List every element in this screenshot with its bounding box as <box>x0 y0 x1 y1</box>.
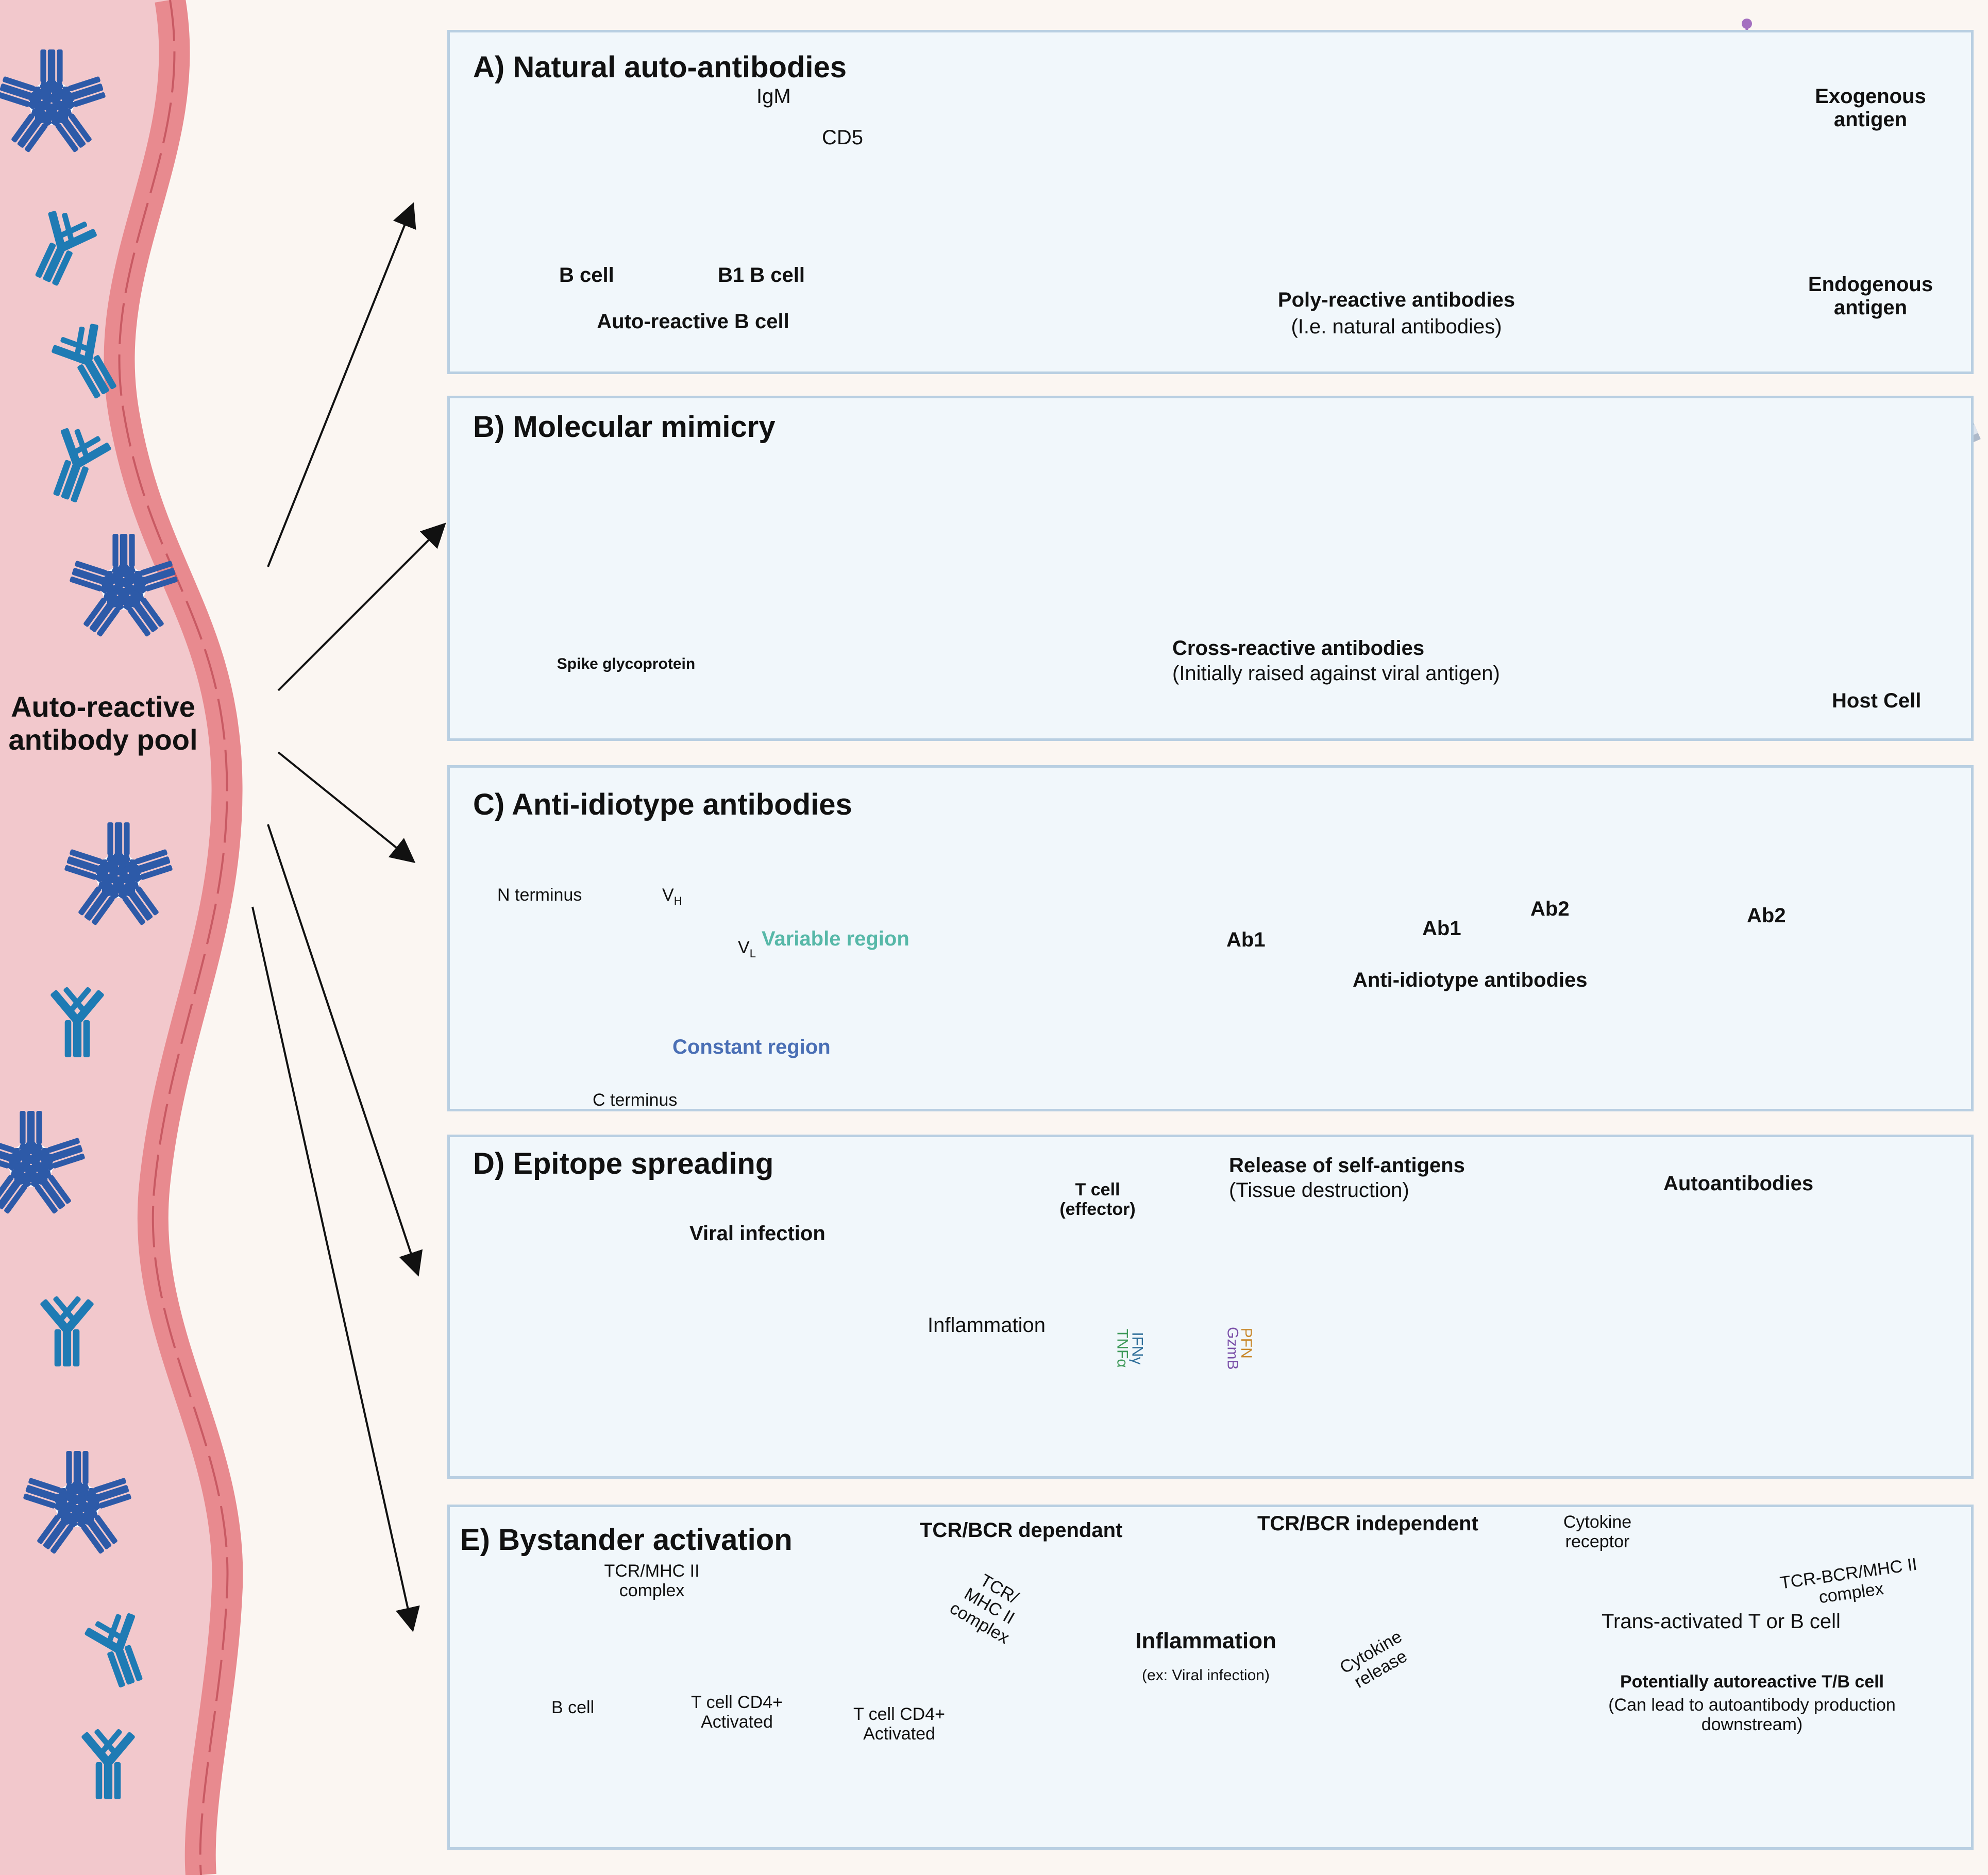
trans-activated-label: Trans-activated T or B cell <box>1602 1610 1841 1633</box>
panel-d-title: D) Epitope spreading <box>473 1147 774 1180</box>
ab1-label-right: Ab1 <box>1422 917 1461 940</box>
blood-vessel <box>0 0 243 1875</box>
b-cell-label: B cell <box>559 264 614 286</box>
ab2-label-right: Ab2 <box>1747 904 1786 927</box>
n-terminus-label: N terminus <box>497 885 582 905</box>
panel-a-title: A) Natural auto-antibodies <box>473 50 847 84</box>
inflammation-e-label: Inflammation <box>1135 1628 1276 1653</box>
panel-c-title: C) Anti-idiotype antibodies <box>473 788 852 821</box>
t-cell-cd4-a-label: T cell CD4+ Activated <box>691 1693 783 1732</box>
autoreactive-label: Auto-reactive B cell <box>597 310 789 333</box>
panel-d: D) Epitope spreading <box>447 1135 1974 1479</box>
constant-region-label: Constant region <box>672 1036 831 1058</box>
tcr-bcr-independent-label: TCR/BCR independent <box>1257 1512 1478 1535</box>
igm-label: IgM <box>756 85 791 108</box>
release-label: Release of self-antigens <box>1229 1154 1465 1177</box>
panel-e: E) Bystander activation <box>447 1505 1974 1850</box>
tnf-label: TNFα <box>1114 1328 1131 1368</box>
pool-label: Auto-reactive antibody pool <box>8 690 198 756</box>
anti-idiotype-label: Anti-idiotype antibodies <box>1353 969 1588 991</box>
panel-e-title: E) Bystander activation <box>460 1523 793 1557</box>
poly-label: Poly-reactive antibodies <box>1277 289 1515 311</box>
c-terminus-label: C terminus <box>593 1090 678 1110</box>
t-cell-effector-label: T cell (effector) <box>1059 1180 1136 1220</box>
spike-label: Spike glycoprotein <box>557 655 696 672</box>
potentially-autoreactive-label: Potentially autoreactive T/B cell <box>1620 1672 1884 1692</box>
b1-cell-label: B1 B cell <box>718 264 805 286</box>
panel-b: B) Molecular mimicry <box>447 396 1974 741</box>
panel-c: C) Anti-idiotype antibodies <box>447 765 1974 1111</box>
vh-label: VH <box>662 885 682 907</box>
ab1-label-left: Ab1 <box>1226 928 1266 951</box>
inflammation-d-label: Inflammation <box>928 1314 1046 1337</box>
viral-infection-label: Viral infection <box>689 1222 825 1245</box>
b-cell-e-label: B cell <box>551 1698 595 1717</box>
cytokine-receptor-label: Cytokine receptor <box>1563 1512 1632 1552</box>
host-cell-label: Host Cell <box>1832 689 1922 712</box>
cross-label: Cross-reactive antibodies <box>1172 637 1425 660</box>
panel-a: A) Natural auto-antibodies <box>447 30 1974 374</box>
tcr-mhc-label: TCR/MHC II complex <box>604 1561 700 1601</box>
t-cell-cd4-b-label: T cell CD4+ Activated <box>853 1704 945 1744</box>
poly-sub-label: (I.e. natural antibodies) <box>1291 315 1502 338</box>
cross-sub-label: (Initially raised against viral antigen) <box>1172 662 1500 685</box>
ab2-label-left: Ab2 <box>1530 898 1570 920</box>
cd5-label: CD5 <box>822 126 864 149</box>
variable-region-label: Variable region <box>762 927 909 950</box>
pool-arrows <box>251 202 446 1632</box>
ifn-label: IFNγ <box>1128 1332 1146 1365</box>
release-sub-label: (Tissue destruction) <box>1229 1179 1409 1202</box>
potentially-autoreactive-sub-label: (Can lead to autoantibody production dow… <box>1608 1695 1896 1735</box>
inflammation-sub-label: (ex: Viral infection) <box>1142 1667 1270 1684</box>
autoantibodies-label: Autoantibodies <box>1663 1172 1814 1195</box>
endogenous-label: Endogenous antigen <box>1808 273 1933 319</box>
panel-b-title: B) Molecular mimicry <box>473 410 776 444</box>
tcr-bcr-dependant-label: TCR/BCR dependant <box>920 1519 1123 1542</box>
gzmb-label: GzmB <box>1224 1327 1241 1370</box>
exogenous-label: Exogenous antigen <box>1815 85 1926 131</box>
vl-label: VL <box>738 938 756 960</box>
